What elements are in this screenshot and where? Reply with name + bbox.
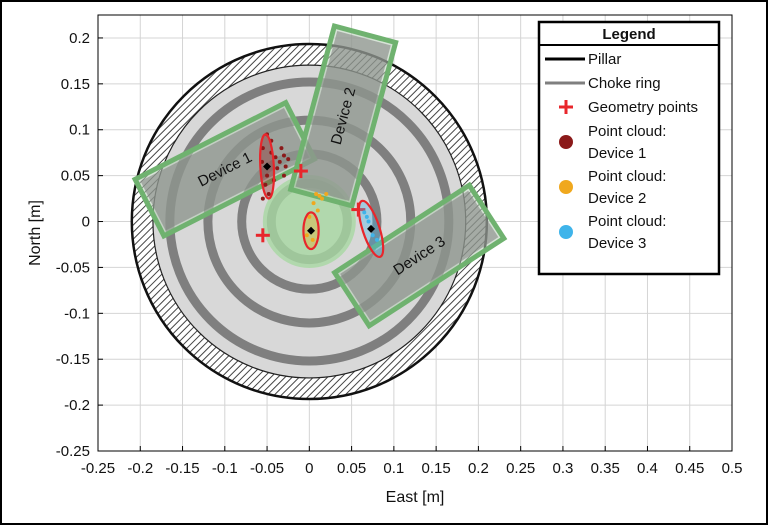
point-cloud-device-1 [259,132,291,201]
cloud-point [320,196,325,201]
y-tick-label: 0.2 [69,30,90,47]
cloud-point [283,164,288,169]
cloud-mean-marker [263,162,272,171]
device-body [140,107,310,231]
cloud-point [275,166,280,171]
cloud-point [366,219,371,224]
device-1: Device 1 [131,99,318,240]
x-tick-label: 0.3 [553,460,574,477]
cloud-point [324,191,329,196]
x-tick-label: 0.5 [722,460,743,477]
legend-entry: Choke ring [545,75,661,92]
cloud-point [273,155,278,160]
cloud-point [266,191,271,196]
x-tick-label: 0.4 [637,460,658,477]
x-tick-label: -0.15 [165,460,199,477]
legend-entry: Geometry points [559,99,698,116]
x-tick-label: -0.1 [212,460,238,477]
cloud-point [281,153,286,158]
x-tick-label: 0.05 [337,460,366,477]
cloud-point [311,201,316,206]
device-body [340,190,499,321]
legend-entry-label: Point cloud: [588,213,666,230]
y-axis-label: North [m] [27,200,44,266]
x-tick-label: 0.25 [506,460,535,477]
y-tick-label: 0.05 [61,168,90,185]
cloud-point [362,210,367,215]
legend-dot-swatch [559,180,573,194]
legend-entry: Point cloud: Device 3 [559,213,666,252]
y-tick-label: -0.15 [56,351,90,368]
y-tick-label: 0 [82,214,90,231]
cloud-point [286,157,291,162]
legend-dot-swatch [559,225,573,239]
legend-entry-label-line2: Device 1 [588,145,646,162]
geometry-point [293,164,308,179]
y-tick-label: -0.2 [64,397,90,414]
legend-entry-label-line2: Device 3 [588,235,646,252]
cloud-point [304,233,309,238]
cloud-point [307,214,312,219]
y-tick-label: -0.1 [64,305,90,322]
cloud-point [263,182,268,187]
cloud-point [310,237,315,242]
x-tick-label: 0.1 [383,460,404,477]
x-axis-label: East [m] [386,489,445,506]
legend-entry-label: Pillar [588,51,621,68]
cloud-point [374,237,379,242]
legend-entry-label-line2: Device 2 [588,190,646,207]
cloud-point [279,146,284,151]
point-cloud-device-3 [357,199,385,259]
y-tick-label: 0.15 [61,76,90,93]
legend-entry-label: Choke ring [588,75,661,92]
point-cloud-device-2 [302,191,329,251]
cloud-point [260,196,265,201]
legend-dot-swatch [559,135,573,149]
legend-entry-label: Geometry points [588,99,698,116]
y-tick-label: -0.25 [56,443,90,460]
legend-entry-label: Point cloud: [588,168,666,185]
legend-title: Legend [602,26,655,43]
legend-entry-label: Point cloud: [588,123,666,140]
legend-entry: Pillar [545,51,621,68]
cloud-point [265,173,270,178]
cloud-mean-marker [367,224,376,233]
legend-entry: Point cloud: Device 1 [559,123,666,162]
x-tick-label: -0.25 [81,460,115,477]
cloud-point [277,159,282,164]
cloud-point [315,208,320,213]
x-tick-label: 0 [305,460,313,477]
cloud-mean-marker [307,226,316,235]
x-tick-label: 0.35 [591,460,620,477]
x-tick-label: -0.05 [250,460,284,477]
cloud-point [317,193,322,198]
cloud-point [364,214,369,219]
x-tick-label: 0.45 [675,460,704,477]
geometry-point [255,228,270,243]
axes-box [97,14,733,452]
cloud-point [281,173,286,178]
x-tick-label: 0.15 [422,460,451,477]
device-3: Device 3 [331,181,508,330]
x-tick-label: -0.2 [127,460,153,477]
cloud-point [260,146,265,151]
cloud-point [314,191,319,196]
device-body [295,31,391,201]
cloud-point [370,233,375,238]
y-tick-label: 0.1 [69,122,90,139]
y-tick-label: -0.05 [56,259,90,276]
legend-entry: Point cloud: Device 2 [559,168,666,207]
x-tick-label: 0.2 [468,460,489,477]
